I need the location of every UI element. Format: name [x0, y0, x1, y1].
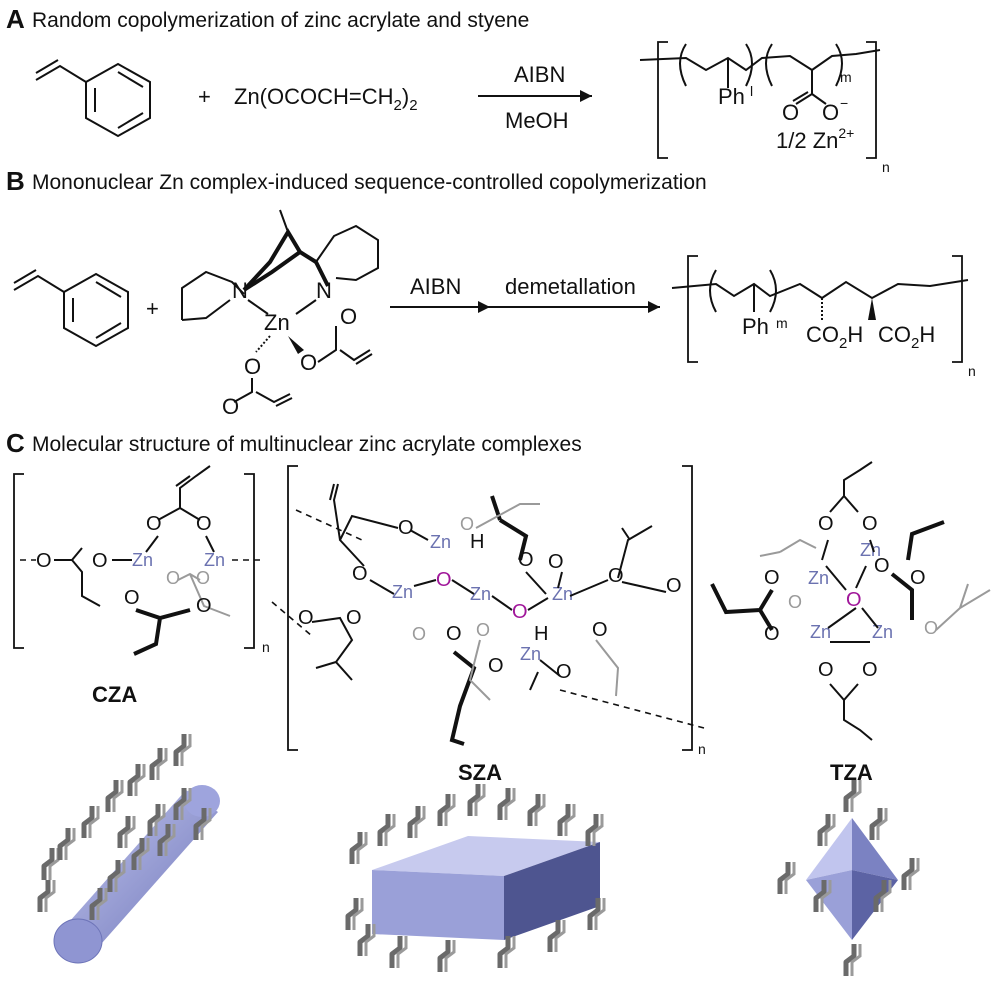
- svg-text:Zn: Zn: [810, 622, 831, 642]
- svg-text:O: O: [488, 655, 504, 677]
- svg-text:Zn: Zn: [430, 532, 451, 552]
- svg-text:O: O: [340, 304, 357, 329]
- svg-text:O: O: [166, 568, 180, 588]
- svg-text:O: O: [822, 100, 839, 125]
- sza-structure: Zn H O Zn Zn O H Zn Zn O O O O O O O O O…: [271, 465, 705, 751]
- section-a: A Random copolymerization of zinc acryla…: [6, 4, 890, 175]
- svg-text:O: O: [476, 620, 490, 640]
- svg-text:O: O: [196, 595, 212, 617]
- label-tza: TZA: [830, 760, 873, 785]
- svg-text:O: O: [460, 514, 474, 534]
- svg-text:O: O: [910, 567, 926, 589]
- svg-text:H: H: [534, 623, 548, 645]
- arrow-top-a: AIBN: [514, 62, 565, 87]
- mononuclear-zn-complex: N N Zn O O O O: [181, 209, 379, 419]
- svg-text:O: O: [666, 575, 682, 597]
- zinc-acrylate-reagent: Zn(OCOCH=CH2)2: [234, 84, 418, 114]
- arrow-bottom-a: MeOH: [505, 108, 569, 133]
- label-sza: SZA: [458, 760, 502, 785]
- section-c: C Molecular structure of multinuclear zi…: [6, 428, 991, 976]
- svg-text:O: O: [124, 587, 140, 609]
- svg-text:O: O: [788, 592, 802, 612]
- svg-text:O: O: [592, 619, 608, 641]
- svg-text:N: N: [316, 278, 332, 303]
- svg-text:Zn: Zn: [520, 644, 541, 664]
- section-c-title: Molecular structure of multinuclear zinc…: [32, 433, 582, 456]
- svg-text:O: O: [222, 394, 239, 419]
- cza-structure: O O Zn Zn O O O O O O: [13, 465, 262, 656]
- svg-text:O: O: [512, 601, 528, 623]
- svg-text:Zn: Zn: [860, 540, 881, 560]
- svg-text:Zn: Zn: [132, 550, 153, 570]
- svg-text:n: n: [968, 363, 976, 379]
- polymer-product-b: Ph m CO2H CO2H n: [671, 255, 976, 379]
- svg-text:Zn: Zn: [552, 584, 573, 604]
- section-b-title: Mononuclear Zn complex-induced sequence-…: [32, 171, 707, 194]
- svg-text:m: m: [776, 315, 788, 331]
- svg-text:O: O: [300, 350, 317, 375]
- svg-text:O: O: [862, 659, 878, 681]
- svg-text:O: O: [352, 563, 368, 585]
- svg-text:O: O: [556, 661, 572, 683]
- svg-text:O: O: [92, 550, 108, 572]
- section-a-title: Random copolymerization of zinc acrylate…: [32, 9, 529, 32]
- svg-text:O: O: [398, 517, 414, 539]
- svg-text:m: m: [840, 69, 852, 85]
- svg-text:Zn: Zn: [470, 584, 491, 604]
- section-b: B Mononuclear Zn complex-induced sequenc…: [6, 166, 976, 419]
- svg-text:CO2H: CO2H: [878, 322, 935, 352]
- step-aibn: AIBN: [410, 274, 461, 299]
- section-c-letter: C: [6, 428, 25, 458]
- svg-text:O: O: [244, 354, 261, 379]
- svg-text:O: O: [874, 555, 890, 577]
- styrene-structure-a: [35, 59, 151, 138]
- svg-text:O: O: [298, 607, 314, 629]
- svg-text:Ph: Ph: [718, 84, 745, 109]
- section-b-letter: B: [6, 166, 25, 196]
- svg-text:H: H: [470, 531, 484, 553]
- svg-text:Zn: Zn: [204, 550, 225, 570]
- polymer-product-a: Ph l m O O − 1/2 Zn2+ n: [639, 41, 890, 175]
- tza-structure: O O Zn Zn O Zn Zn O O O O O O O O: [710, 461, 991, 741]
- svg-text:O: O: [196, 513, 212, 535]
- svg-text:n: n: [262, 639, 270, 655]
- step-demetallation: demetallation: [505, 274, 636, 299]
- svg-text:O: O: [36, 550, 52, 572]
- svg-text:O: O: [548, 551, 564, 573]
- plus-b: +: [146, 296, 159, 321]
- cylinder-model-icon: [40, 734, 220, 964]
- svg-text:O: O: [764, 623, 780, 645]
- svg-text:n: n: [882, 159, 890, 175]
- svg-text:O: O: [346, 607, 362, 629]
- svg-text:l: l: [750, 83, 753, 99]
- slab-model-icon: [348, 784, 604, 972]
- svg-text:1/2 Zn2+: 1/2 Zn2+: [776, 125, 854, 153]
- svg-text:Zn: Zn: [264, 310, 290, 335]
- svg-text:n: n: [698, 741, 706, 757]
- svg-text:Zn: Zn: [808, 568, 829, 588]
- section-a-letter: A: [6, 4, 25, 34]
- svg-text:O: O: [412, 624, 426, 644]
- label-cza: CZA: [92, 682, 137, 707]
- svg-text:O: O: [146, 513, 162, 535]
- svg-text:−: −: [840, 95, 848, 111]
- svg-text:O: O: [924, 618, 938, 638]
- svg-text:O: O: [782, 100, 799, 125]
- svg-text:CO2H: CO2H: [806, 322, 863, 352]
- svg-text:O: O: [446, 623, 462, 645]
- svg-text:O: O: [862, 513, 878, 535]
- svg-text:O: O: [846, 589, 862, 611]
- svg-text:Ph: Ph: [742, 314, 769, 339]
- svg-text:O: O: [818, 659, 834, 681]
- svg-text:N: N: [232, 278, 248, 303]
- plus-a: +: [198, 84, 211, 109]
- svg-text:O: O: [436, 569, 452, 591]
- svg-text:O: O: [818, 513, 834, 535]
- svg-text:O: O: [764, 567, 780, 589]
- svg-text:O: O: [196, 568, 210, 588]
- octahedron-model-icon: [780, 780, 918, 976]
- styrene-structure-b: [13, 269, 129, 348]
- svg-text:Zn: Zn: [392, 582, 413, 602]
